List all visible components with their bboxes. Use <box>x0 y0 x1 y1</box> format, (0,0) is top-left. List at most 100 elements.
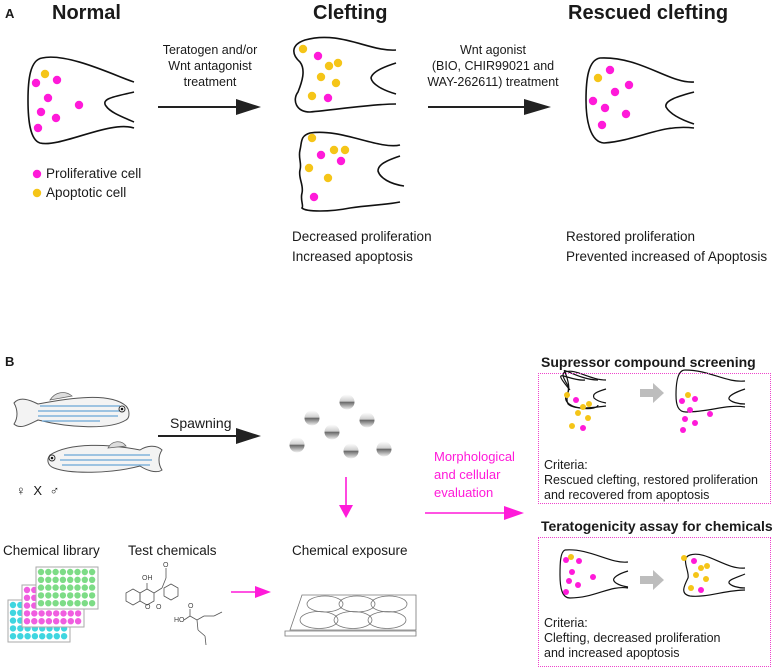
arrow-treatment <box>158 99 261 115</box>
well <box>59 568 67 576</box>
six-well-plate-icon <box>284 594 417 637</box>
stage-title-normal: Normal <box>52 2 121 24</box>
apoptotic-cell <box>331 78 341 88</box>
atom-label: O <box>188 603 194 610</box>
rescued-outcome: Prevented increased of Apoptosis <box>566 249 768 264</box>
criteria-line: and increased apoptosis <box>544 646 680 660</box>
proliferative-cell <box>597 120 607 130</box>
embryo <box>343 443 359 459</box>
well <box>59 600 67 607</box>
chemical-exposure-label: Chemical exposure <box>292 543 408 558</box>
well <box>38 610 45 617</box>
well <box>88 576 96 583</box>
rescued-outcomes: Restored proliferation Prevented increas… <box>566 227 767 267</box>
clefting-outcomes: Decreased proliferation Increased apopto… <box>292 227 432 267</box>
well <box>88 568 96 576</box>
warfarin-structure-icon <box>125 568 179 606</box>
arrow-treatment-label-line: Wnt antagonist <box>168 59 252 73</box>
terato-cells <box>563 554 710 595</box>
well <box>45 618 53 625</box>
embryos-icon <box>289 394 392 459</box>
well <box>31 610 38 617</box>
spawning-label: Spawning <box>170 415 232 431</box>
normal-cells <box>31 69 84 133</box>
well <box>9 625 17 632</box>
proliferative-cell-dot <box>32 169 42 179</box>
atom-label: HO <box>174 617 185 624</box>
arrow-evaluation <box>425 506 524 520</box>
well <box>74 600 81 607</box>
well <box>67 568 74 576</box>
well <box>52 584 59 591</box>
valproic-acid-structure-icon <box>183 609 223 646</box>
apoptotic-cell <box>316 72 326 82</box>
terato-normal-head-outline <box>559 549 629 599</box>
proliferative-cell <box>621 109 631 119</box>
criteria-line: Clefting, decreased proliferation <box>544 631 721 645</box>
well <box>67 600 74 607</box>
apoptotic-cell <box>307 91 317 101</box>
well <box>74 618 82 625</box>
well <box>9 601 17 609</box>
well <box>24 633 31 640</box>
well <box>67 584 74 591</box>
proliferative-cell <box>600 103 610 113</box>
well <box>81 568 89 576</box>
criteria-line: Rescued clefting, restored proliferation <box>544 473 759 487</box>
well <box>60 633 68 640</box>
apoptotic-cell <box>329 145 339 155</box>
well <box>23 618 31 625</box>
well <box>9 633 17 640</box>
proliferative-cell <box>43 93 53 103</box>
well <box>23 586 31 594</box>
well <box>59 592 67 599</box>
suppressor-clefting-head-outline <box>562 370 607 409</box>
proliferative-cell <box>309 192 319 202</box>
stage-title-clefting: Clefting <box>313 2 388 24</box>
arrow-wnt-agonist <box>428 99 551 115</box>
well <box>81 600 89 607</box>
apoptotic-cell <box>340 145 350 155</box>
well <box>53 618 60 625</box>
well <box>52 600 59 607</box>
criteria-line: and recovered from apoptosis <box>544 488 710 502</box>
apoptotic-cell <box>324 61 334 71</box>
teratogenicity-box-title: Teratogenicity assay for chemicals <box>541 518 773 534</box>
proliferative-cell <box>323 93 333 103</box>
well <box>67 610 75 617</box>
arrow-chemicals-to-exposure <box>231 586 271 598</box>
arrow-treatment-label: Teratogen and/or Wnt antagonist treatmen… <box>150 42 270 90</box>
well <box>52 568 59 576</box>
well <box>81 584 89 591</box>
well <box>45 568 52 576</box>
arrow-spawning <box>158 428 261 444</box>
well <box>60 610 67 617</box>
clefting-head-2-outline <box>298 131 405 212</box>
well <box>53 633 60 640</box>
well <box>45 610 53 617</box>
arrow-wnt-agonist-label-line: WAY-262611) treatment <box>427 75 559 89</box>
well <box>45 592 52 599</box>
suppressor-cells <box>564 392 713 433</box>
well <box>59 576 67 583</box>
well <box>23 610 31 617</box>
well <box>88 584 96 591</box>
apoptotic-cell <box>333 58 343 68</box>
legend-apoptotic-label: Apoptotic cell <box>46 185 127 200</box>
atom-label: O <box>145 604 151 611</box>
stage-title-rescued-clefting: Rescued clefting <box>568 2 729 24</box>
embryo <box>304 410 320 426</box>
suppressor-box: Criteria: Rescued clefting, restored pro… <box>538 373 771 504</box>
arrow-wnt-agonist-label: Wnt agonist (BIO, CHIR99021 and WAY-2626… <box>418 42 568 90</box>
well <box>74 576 81 583</box>
well <box>37 600 45 607</box>
rescued-head-outline <box>585 57 695 144</box>
proliferative-cell <box>610 87 620 97</box>
teratogenicity-box: Criteria: Clefting, decreased proliferat… <box>538 537 771 667</box>
proliferative-cell <box>31 78 41 88</box>
well <box>23 594 31 601</box>
well <box>9 609 17 616</box>
well <box>74 568 81 576</box>
apoptotic-cell-dot <box>32 188 42 198</box>
